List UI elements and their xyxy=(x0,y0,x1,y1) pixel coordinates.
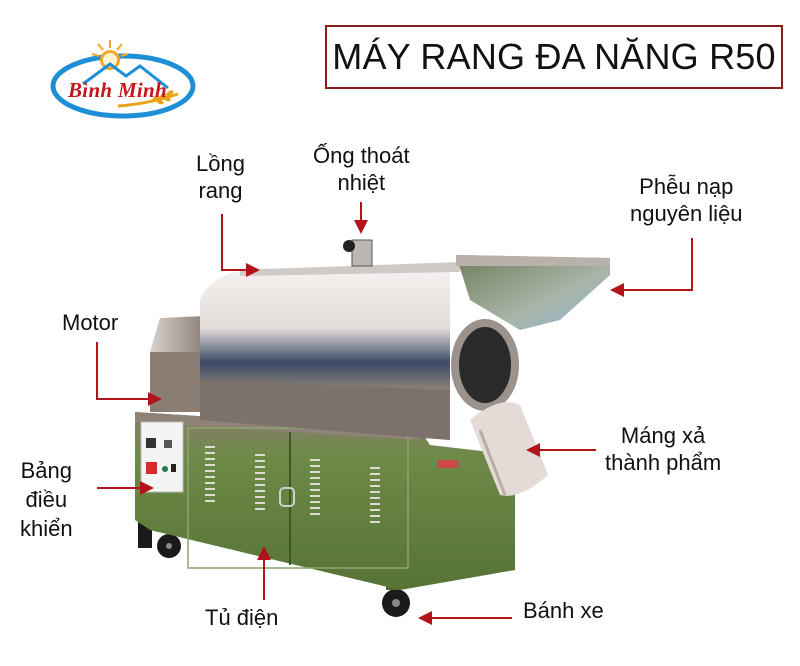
brand-logo: Bình Minh xyxy=(48,36,198,126)
label-bang-dieu-khien: Bảng điều khiển xyxy=(20,458,73,541)
label-banh-xe: Bánh xe xyxy=(523,598,604,623)
label-long-rang: Lồng rang xyxy=(196,151,245,203)
label-mang-xa-thanh-pham: Máng xả thành phẩm xyxy=(605,423,722,475)
logo-brand-text: Bình Minh xyxy=(68,78,168,102)
label-tu-dien: Tủ điện xyxy=(205,605,279,630)
logo-emblem-icon xyxy=(50,40,196,119)
label-motor: Motor xyxy=(62,310,119,335)
control-panel-graphic xyxy=(140,421,184,493)
label-ong-thoat-nhiet: Ống thoát nhiệt xyxy=(313,143,410,195)
page-title: MÁY RANG ĐA NĂNG R50 xyxy=(332,36,776,77)
title-box: MÁY RANG ĐA NĂNG R50 xyxy=(325,25,783,89)
exhaust-pipe-graphic xyxy=(343,239,373,267)
label-pheu-nap-nguyen-lieu: Phễu nạp nguyên liệu xyxy=(630,174,743,226)
